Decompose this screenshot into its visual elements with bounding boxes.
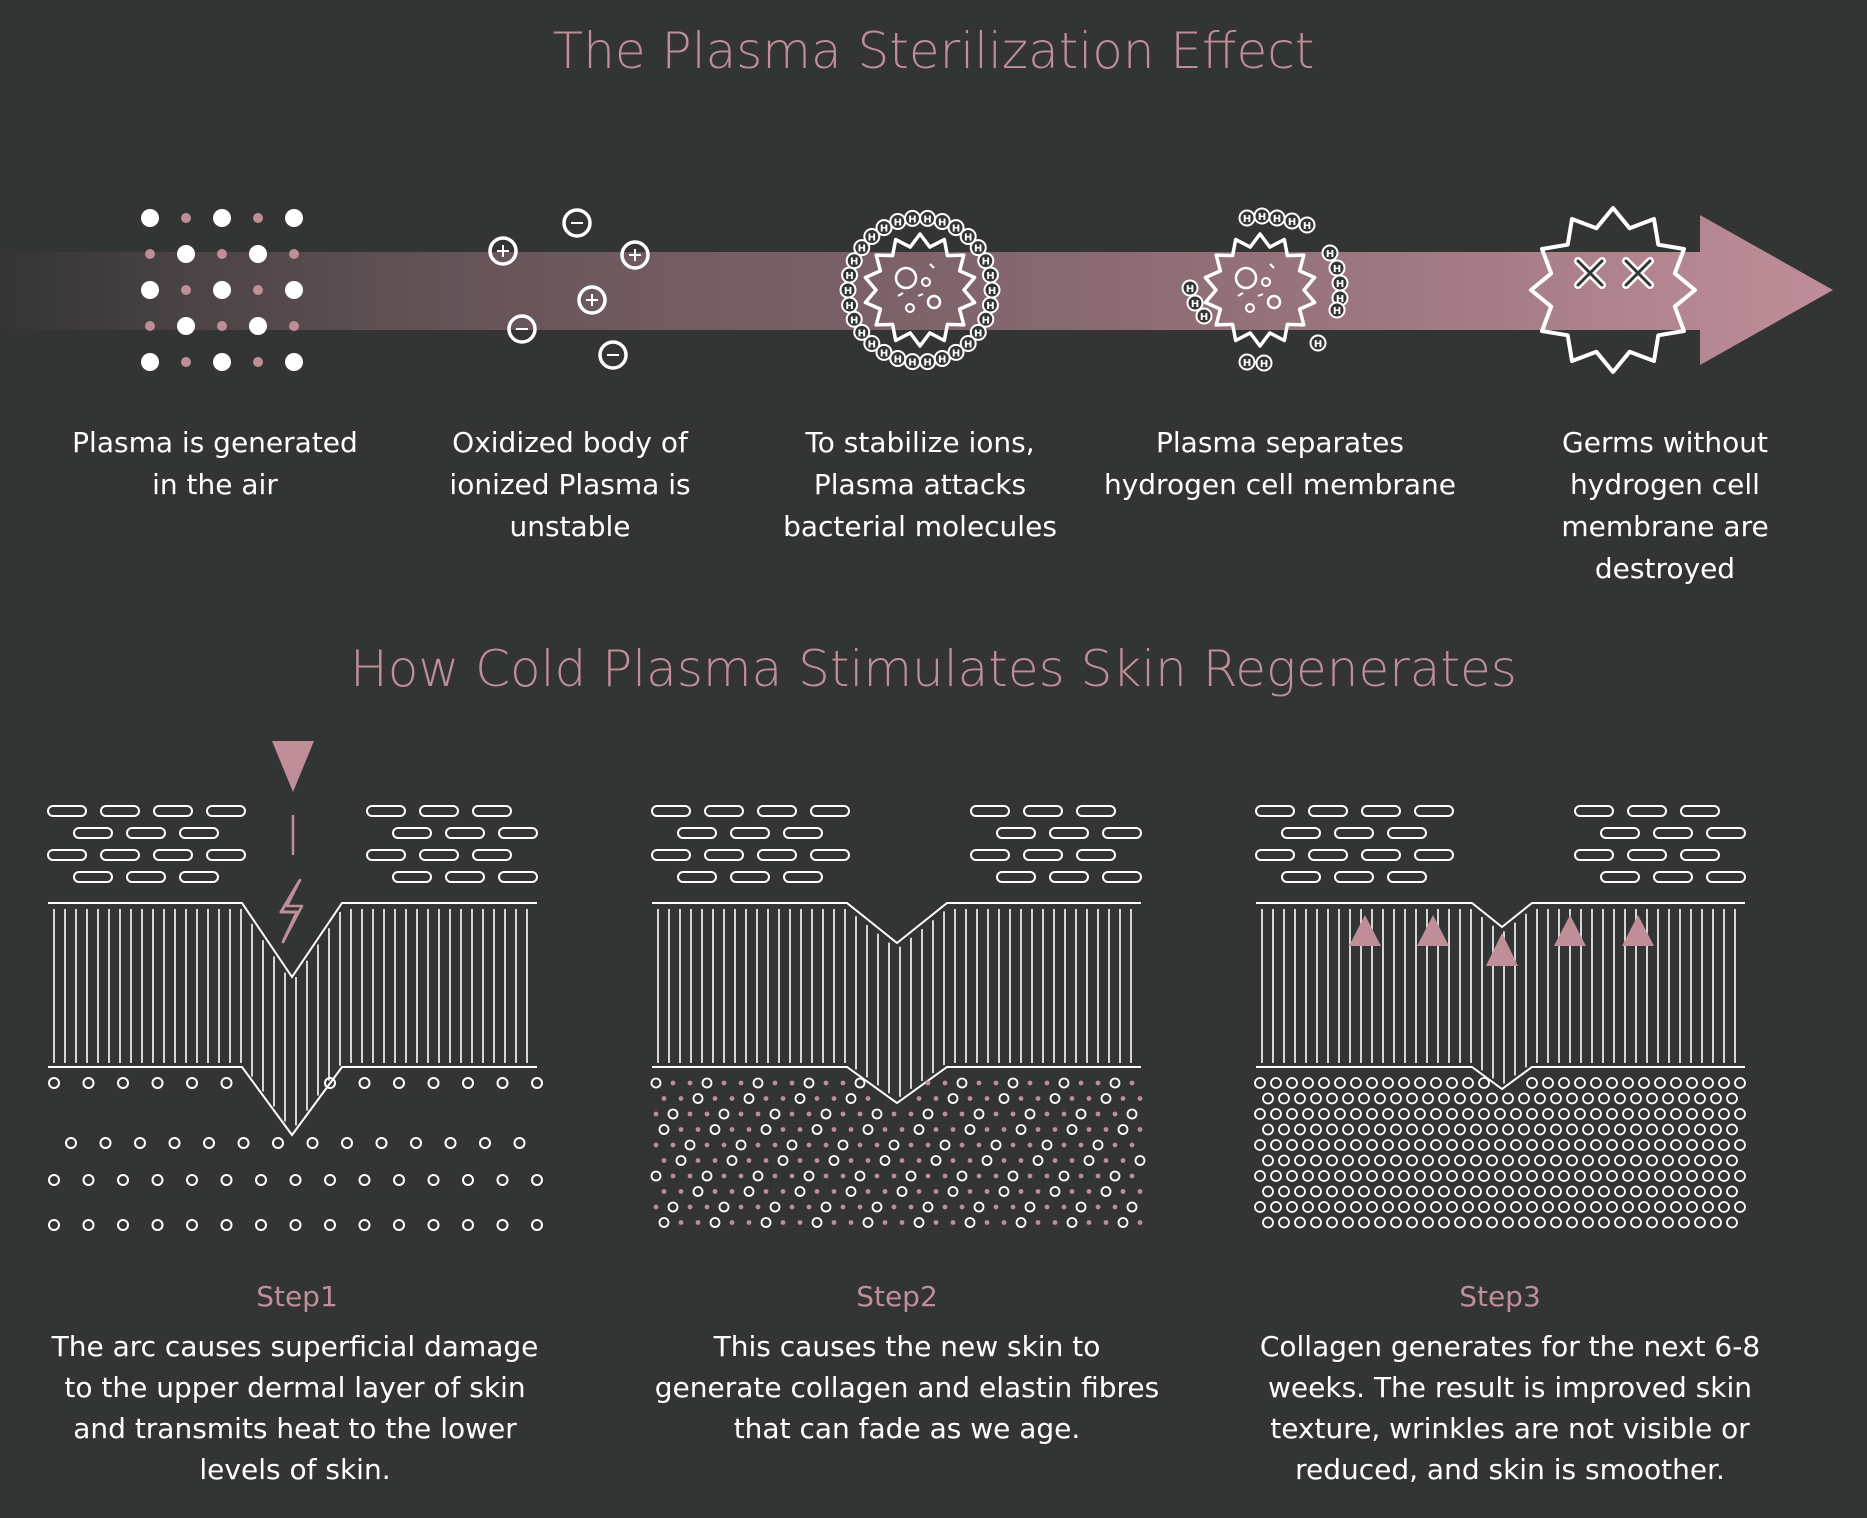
svg-text:H: H: [850, 315, 858, 326]
process-arrow: [0, 215, 1833, 365]
svg-text:H: H: [845, 301, 853, 312]
svg-text:H: H: [1333, 264, 1341, 275]
svg-text:H: H: [986, 271, 994, 282]
svg-text:H: H: [1273, 214, 1281, 225]
svg-text:H: H: [952, 224, 960, 235]
svg-text:H: H: [938, 218, 946, 229]
svg-text:H: H: [1243, 358, 1251, 369]
step1-description: The arc causes superficial damage to the…: [51, 1330, 539, 1486]
stage-caption-5: Germs without hydrogen cell membrane are…: [1561, 426, 1769, 585]
svg-text:H: H: [982, 257, 990, 268]
step1-label: Step1: [256, 1280, 338, 1313]
svg-text:H: H: [894, 354, 902, 365]
svg-text:H: H: [908, 214, 916, 225]
svg-text:H: H: [894, 218, 902, 229]
stage-caption-1: Plasma is generated in the air: [72, 426, 358, 501]
svg-text:H: H: [923, 214, 931, 225]
skin-step3-illustration: [1254, 805, 1746, 1229]
svg-text:H: H: [868, 232, 876, 243]
step2-description: This causes the new skin to generate col…: [654, 1330, 1160, 1445]
svg-text:H: H: [938, 354, 946, 365]
svg-text:H: H: [974, 328, 982, 339]
svg-text:H: H: [982, 315, 990, 326]
stage-caption-4: Plasma separates hydrogen cell membrane: [1103, 426, 1457, 501]
svg-text:H: H: [1336, 279, 1344, 290]
svg-text:H: H: [908, 358, 916, 369]
svg-text:H: H: [1200, 312, 1208, 323]
svg-text:H: H: [1303, 221, 1311, 232]
svg-text:H: H: [1186, 284, 1194, 295]
destroyed-germ-icon: [1529, 206, 1697, 374]
svg-text:H: H: [850, 257, 858, 268]
svg-text:H: H: [844, 286, 852, 297]
svg-text:H: H: [923, 358, 931, 369]
svg-text:H: H: [1260, 359, 1268, 370]
svg-text:H: H: [1326, 249, 1334, 260]
svg-text:H: H: [880, 224, 888, 235]
stage-caption-2: Oxidized body of ionized Plasma is unsta…: [449, 426, 691, 543]
ions-icon: [488, 208, 650, 370]
svg-text:H: H: [988, 286, 996, 297]
svg-text:H: H: [1333, 306, 1341, 317]
sterilization-title: The Plasma Sterilization Effect: [552, 22, 1315, 80]
skin-step2-illustration: [650, 805, 1146, 1228]
step3-label: Step3: [1459, 1280, 1541, 1313]
svg-text:H: H: [858, 328, 866, 339]
svg-text:H: H: [964, 232, 972, 243]
svg-text:H: H: [1243, 214, 1251, 225]
svg-text:H: H: [868, 340, 876, 351]
svg-text:H: H: [1258, 212, 1266, 223]
step3-description: Collagen generates for the next 6-8 week…: [1259, 1330, 1761, 1486]
svg-text:H: H: [845, 271, 853, 282]
svg-text:H: H: [1336, 294, 1344, 305]
svg-text:H: H: [1191, 299, 1199, 310]
svg-text:H: H: [986, 301, 994, 312]
plasma-dots-icon: [141, 209, 303, 371]
svg-text:H: H: [952, 348, 960, 359]
svg-text:H: H: [974, 244, 982, 255]
skin-step1-illustration: [47, 741, 543, 1231]
svg-text:H: H: [1288, 217, 1296, 228]
stage-caption-3: To stabilize ions, Plasma attacks bacter…: [783, 426, 1057, 543]
svg-text:H: H: [1314, 339, 1322, 350]
step2-label: Step2: [856, 1280, 938, 1313]
svg-text:H: H: [964, 340, 972, 351]
svg-text:H: H: [858, 244, 866, 255]
regeneration-title: How Cold Plasma Stimulates Skin Regenera…: [350, 640, 1517, 698]
svg-text:H: H: [880, 348, 888, 359]
